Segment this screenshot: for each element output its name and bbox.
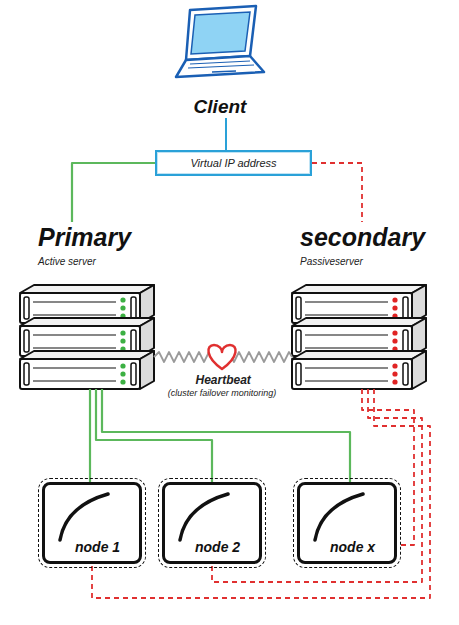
network-link	[225, 118, 227, 150]
network-link	[89, 389, 91, 482]
edge-label: Heartbeat	[196, 373, 251, 387]
note-label: (cluster failover monitoring)	[130, 388, 314, 398]
node-title: Virtual IP address	[190, 157, 276, 169]
cluster-node: node 2	[162, 482, 262, 564]
node-title: Primary	[38, 222, 154, 252]
network-link	[212, 389, 422, 582]
network-link	[72, 163, 155, 222]
network-link	[362, 389, 414, 545]
client-node: Client	[170, 0, 270, 118]
cluster-node: node x	[297, 482, 397, 564]
server-node: PrimaryActive server	[20, 222, 154, 389]
node-title: node x	[330, 539, 375, 555]
node-title: node 2	[195, 539, 240, 555]
network-link	[102, 389, 350, 482]
network-link	[96, 389, 212, 482]
server-node: secondaryPassiveserver	[292, 222, 426, 389]
server-stack	[20, 285, 154, 389]
heart-symbol	[208, 345, 235, 369]
node-title: secondary	[300, 222, 426, 252]
node-subtitle: Passiveserver	[300, 256, 426, 267]
address-box: Virtual IP address	[155, 150, 312, 176]
gauge-needle	[60, 494, 363, 540]
server-stack	[292, 285, 426, 389]
cluster-node: node 1	[42, 482, 142, 564]
laptop-icon	[176, 6, 264, 77]
node-subtitle: Active server	[38, 256, 154, 267]
network-link	[312, 163, 362, 222]
heartbeat-link	[154, 352, 292, 362]
network-link	[92, 389, 430, 598]
node-title: Client	[170, 96, 270, 118]
node-title: node 1	[75, 539, 120, 555]
